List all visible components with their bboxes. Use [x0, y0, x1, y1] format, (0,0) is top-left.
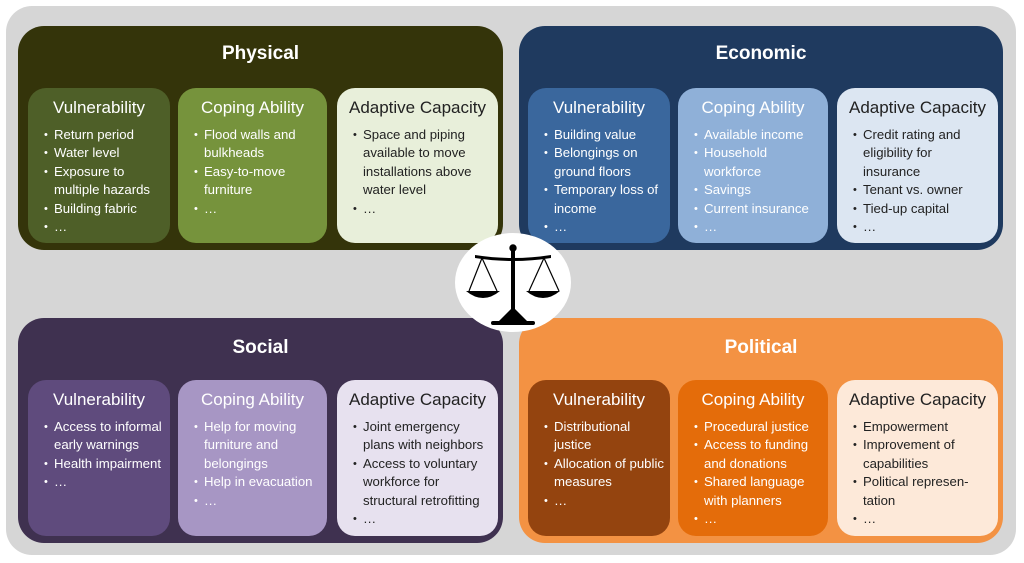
quadrant-economic: Economic Vulnerability Building value Be… — [519, 26, 1003, 250]
political-coping-list: Procedural justice Access to funding and… — [678, 418, 828, 529]
list-item: Access to informal early warnings — [44, 418, 164, 455]
social-adaptive-title: Adaptive Capacity — [348, 390, 487, 409]
political-vulnerability-title: Vulnerability — [553, 390, 645, 409]
list-item: Joint emergency plans with neighbors — [353, 418, 492, 455]
economic-vulnerability-title: Vulnerability — [553, 98, 645, 117]
political-adaptive-box: Adaptive Capacity Empowerment Improvemen… — [837, 380, 998, 536]
physical-adaptive-box: Adaptive Capacity Space and piping avail… — [337, 88, 498, 243]
list-item: … — [853, 218, 992, 237]
quadrant-physical: Physical Vulnerability Return period Wat… — [18, 26, 503, 250]
quadrant-political: Political Vulnerability Distributional j… — [519, 318, 1003, 543]
list-item: Health impairment — [44, 455, 164, 474]
list-item: Empowerment — [853, 418, 992, 437]
physical-coping-box: Coping Ability Flood walls and bulkheads… — [178, 88, 327, 243]
quadrant-social: Social Vulnerability Access to informal … — [18, 318, 503, 543]
social-vulnerability-title: Vulnerability — [53, 390, 145, 409]
political-vulnerability-box: Vulnerability Distributional justice All… — [528, 380, 670, 536]
quadrant-title-physical: Physical — [221, 43, 300, 64]
physical-coping-list: Flood walls and bulkheads Easy-to-move f… — [178, 126, 327, 218]
list-item: Space and piping available to move insta… — [353, 126, 492, 200]
political-adaptive-title: Adaptive Capacity — [848, 390, 987, 409]
list-item: Water level — [44, 144, 164, 163]
physical-adaptive-title: Adaptive Capacity — [348, 98, 487, 117]
social-vulnerability-box: Vulnerability Access to informal early w… — [28, 380, 170, 536]
physical-vulnerability-list: Return period Water level Exposure to mu… — [28, 126, 170, 237]
political-vulnerability-list: Distributional justice Allocation of pub… — [528, 418, 670, 510]
list-item: Household workforce — [694, 144, 822, 181]
list-item: … — [694, 218, 822, 237]
economic-adaptive-title: Adaptive Capacity — [848, 98, 987, 117]
political-coping-title: Coping Ability — [701, 390, 805, 409]
economic-coping-title: Coping Ability — [701, 98, 805, 117]
social-adaptive-list: Joint emergency plans with neighbors Acc… — [337, 418, 498, 529]
list-item: Help for moving furniture and belongings — [194, 418, 321, 473]
physical-coping-title: Coping Ability — [200, 98, 304, 117]
economic-vulnerability-list: Building value Belongings on ground floo… — [528, 126, 670, 237]
physical-vulnerability-box: Vulnerability Return period Water level … — [28, 88, 170, 243]
social-adaptive-box: Adaptive Capacity Joint emergency plans … — [337, 380, 498, 536]
social-coping-title: Coping Ability — [200, 390, 304, 409]
list-item: … — [194, 200, 321, 219]
social-coping-box: Coping Ability Help for moving furniture… — [178, 380, 327, 536]
list-item: … — [853, 510, 992, 529]
list-item: … — [544, 492, 664, 511]
list-item: … — [194, 492, 321, 511]
quadrant-title-economic: Economic — [715, 43, 807, 64]
balance-scale-badge — [455, 233, 571, 332]
list-item: Tied-up capital — [853, 200, 992, 219]
list-item: … — [353, 200, 492, 219]
list-item: Credit rating and eligibility for insura… — [853, 126, 992, 181]
list-item: Exposure to multiple hazards — [44, 163, 164, 200]
list-item: Belongings on ground floors — [544, 144, 664, 181]
list-item: Political represen-tation — [853, 473, 992, 510]
list-item: Savings — [694, 181, 822, 200]
economic-vulnerability-box: Vulnerability Building value Belongings … — [528, 88, 670, 243]
list-item: … — [544, 218, 664, 237]
list-item: Help in evacuation — [194, 473, 321, 492]
economic-adaptive-list: Credit rating and eligibility for insura… — [837, 126, 998, 237]
physical-vulnerability-title: Vulnerability — [53, 98, 145, 117]
physical-adaptive-list: Space and piping available to move insta… — [337, 126, 498, 218]
list-item: Flood walls and bulkheads — [194, 126, 321, 163]
list-item: Temporary loss of income — [544, 181, 664, 218]
list-item: Current insurance — [694, 200, 822, 219]
social-coping-list: Help for moving furniture and belongings… — [178, 418, 327, 510]
list-item: Improvement of capabilities — [853, 436, 992, 473]
list-item: … — [353, 510, 492, 529]
social-vulnerability-list: Access to informal early warnings Health… — [28, 418, 170, 492]
political-coping-box: Coping Ability Procedural justice Access… — [678, 380, 828, 536]
list-item: Access to voluntary workforce for struct… — [353, 455, 492, 510]
list-item: Distributional justice — [544, 418, 664, 455]
list-item: … — [44, 473, 164, 492]
list-item: Tenant vs. owner — [853, 181, 992, 200]
list-item: Allocation of public measures — [544, 455, 664, 492]
list-item: Building fabric — [44, 200, 164, 219]
economic-adaptive-box: Adaptive Capacity Credit rating and elig… — [837, 88, 998, 243]
list-item: Shared language with planners — [694, 473, 822, 510]
economic-coping-box: Coping Ability Available income Househol… — [678, 88, 828, 243]
economic-coping-list: Available income Household workforce Sav… — [678, 126, 828, 237]
quadrant-title-political: Political — [724, 337, 798, 358]
list-item: … — [44, 218, 164, 237]
balance-scale-icon — [466, 244, 560, 325]
quadrant-title-social: Social — [232, 337, 289, 358]
list-item: … — [694, 510, 822, 529]
political-adaptive-list: Empowerment Improvement of capabilities … — [837, 418, 998, 529]
list-item: Building value — [544, 126, 664, 145]
list-item: Available income — [694, 126, 822, 145]
list-item: Return period — [44, 126, 164, 145]
list-item: Procedural justice — [694, 418, 822, 437]
list-item: Access to funding and donations — [694, 436, 822, 473]
list-item: Easy-to-move furniture — [194, 163, 321, 200]
